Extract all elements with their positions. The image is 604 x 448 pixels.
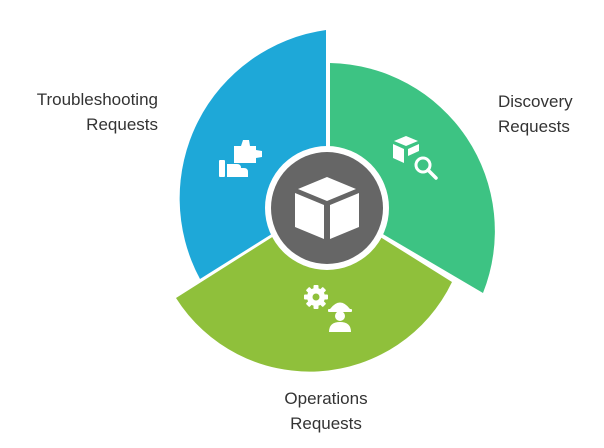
operations-label: Operations Requests	[284, 386, 367, 436]
discovery-label: Discovery Requests	[498, 89, 573, 139]
center-hub	[271, 152, 383, 264]
discovery-segment[interactable]	[330, 63, 495, 293]
cube-icon	[295, 177, 359, 239]
puzzle-hand-icon	[219, 140, 262, 177]
troubleshooting-label: Troubleshooting Requests	[37, 87, 158, 137]
discovery-label-line1: Discovery	[498, 92, 573, 111]
discovery-label-line2: Requests	[498, 117, 570, 136]
troubleshooting-label-line1: Troubleshooting	[36, 90, 158, 109]
gear-worker-icon	[304, 285, 352, 332]
cube-search-icon	[393, 136, 438, 180]
operations-label-line1: Operations	[284, 389, 368, 408]
troubleshooting-label-line2: Requests	[86, 115, 158, 134]
operations-label-line2: Requests	[290, 414, 362, 433]
